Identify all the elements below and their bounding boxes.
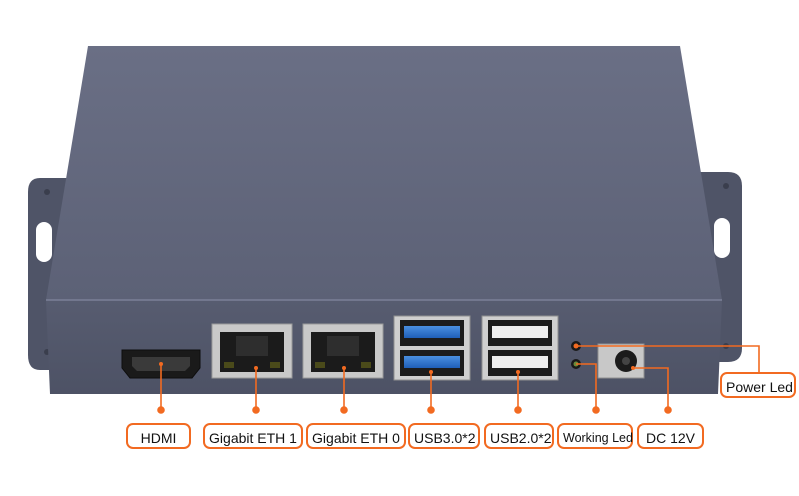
ethernet-port-1	[211, 323, 293, 379]
usb2-ports	[481, 315, 559, 381]
dc-12v-label: DC 12V	[637, 423, 704, 449]
usb3-ports	[393, 315, 471, 381]
usb2-label: USB2.0*2	[484, 423, 554, 449]
hdmi-label: HDMI	[126, 423, 191, 449]
power-led-label: Power Led	[720, 372, 796, 398]
usb3-label: USB3.0*2	[408, 423, 480, 449]
gigabit-eth1-label: Gigabit ETH 1	[203, 423, 303, 449]
callout-lines	[157, 345, 760, 414]
working-led-label: Working Led	[557, 423, 633, 449]
case-top	[46, 46, 722, 300]
ethernet-port-0	[302, 323, 384, 379]
gigabit-eth0-label: Gigabit ETH 0	[306, 423, 406, 449]
dc-jack	[597, 343, 645, 379]
